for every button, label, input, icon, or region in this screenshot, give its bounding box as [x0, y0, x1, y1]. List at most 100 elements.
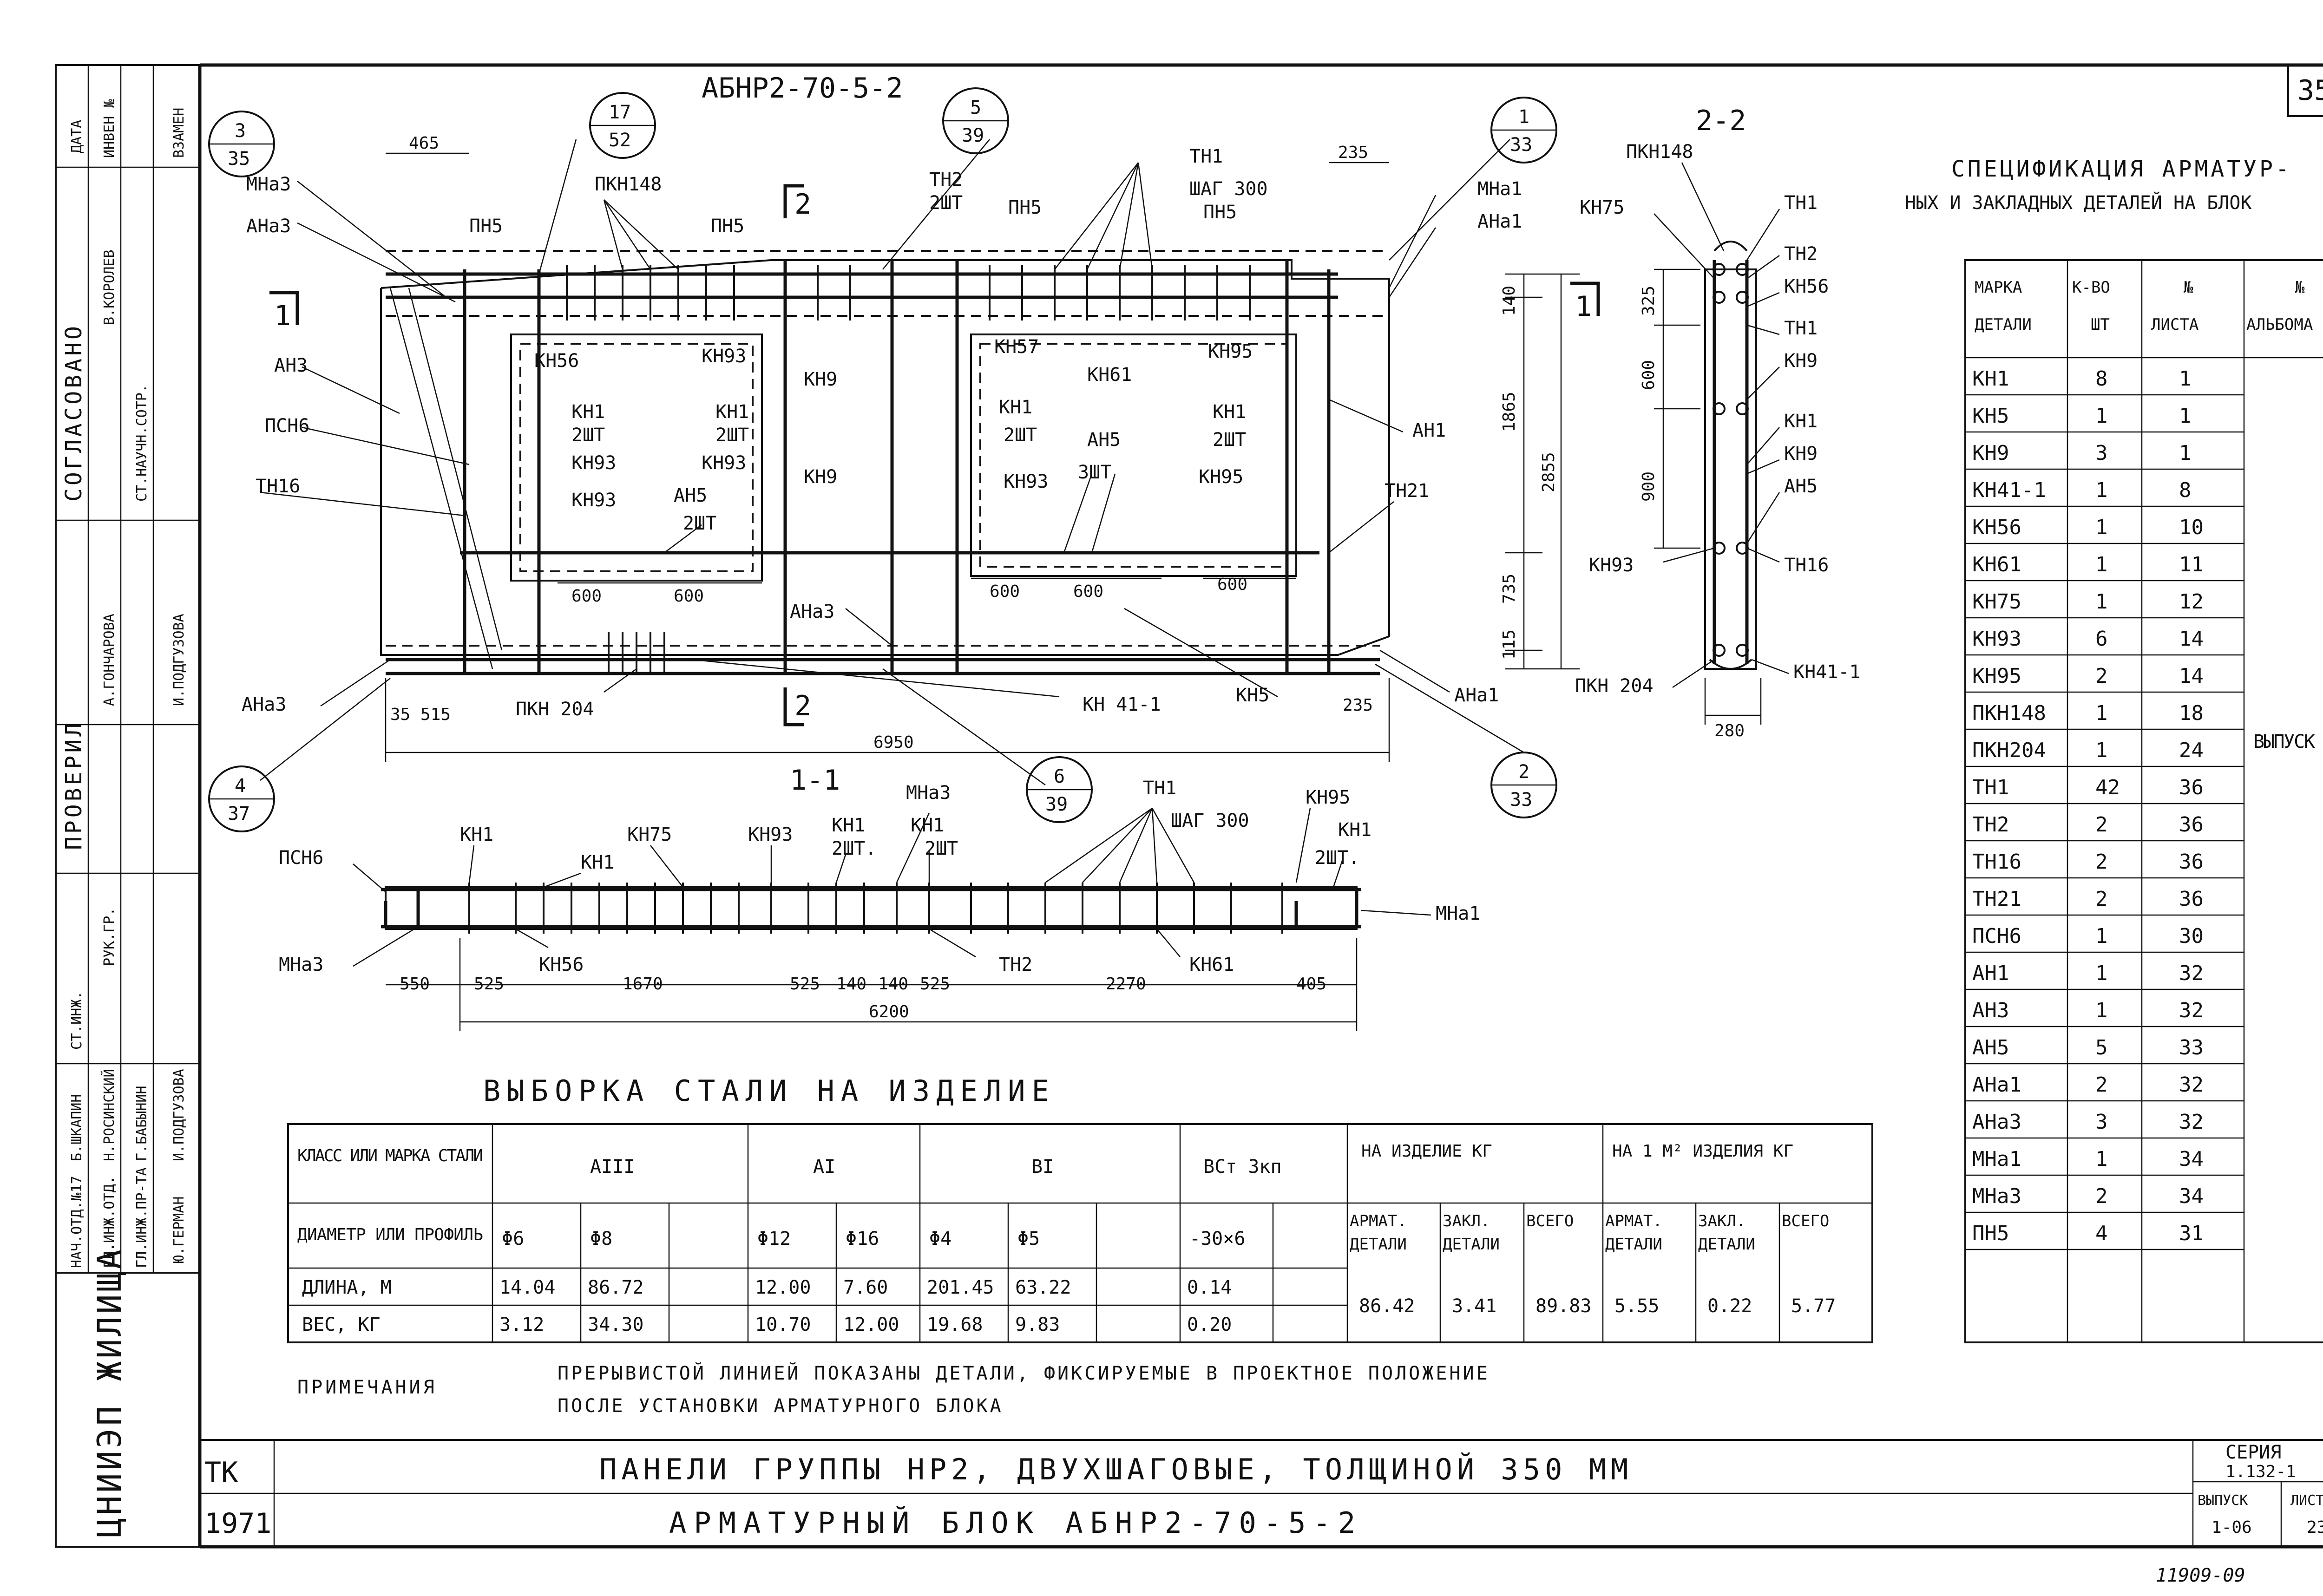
bubble-6-39: 6 39: [1026, 756, 1093, 823]
s11-d550: 550: [400, 975, 430, 994]
label-an5-b: АН5: [674, 485, 707, 506]
section-mark-1-right: 1: [1570, 281, 1600, 323]
spec-qty-12: 2: [2095, 813, 2108, 837]
stamp-name-8: Г.БАБЫНИН: [134, 1086, 150, 1161]
dim-v2855: 2855: [1539, 452, 1558, 492]
dim-600-c: 600: [990, 582, 1020, 601]
st-weight-1: 34.30: [588, 1314, 643, 1335]
tb-tk: ТК: [204, 1456, 238, 1489]
stamp-date: ДАТА: [69, 120, 85, 153]
s11-kn93: КН93: [748, 824, 793, 845]
label-psn6: ПСН6: [265, 415, 309, 437]
label-kn1-c-qty: 2ШТ: [1004, 425, 1037, 446]
tb-series: 1.132-1: [2225, 1462, 2296, 1481]
s11-d405: 405: [1296, 975, 1326, 994]
st-profile-3: Φ12: [757, 1228, 791, 1249]
spec-sheet-20: 32: [2179, 1110, 2204, 1134]
side-stamp: ДАТА ИНВЕН № ВЗАМЕН СОГЛАСОВАНО ПРОВЕРИЛ…: [55, 64, 201, 1274]
label-kn9-b: КН9: [804, 466, 837, 488]
bubble-bottom: 33: [1510, 134, 1532, 156]
label-tn21: ТН21: [1385, 480, 1429, 502]
label-tn2: ТН2: [929, 169, 963, 190]
spec-mark-7: КН93: [1972, 627, 2021, 651]
tn1-stirrups: [566, 265, 1251, 674]
spec-sheet-14: 36: [2179, 887, 2204, 911]
label-kn57: КН57: [994, 336, 1039, 358]
s22-tn1-a: ТН1: [1784, 192, 1818, 214]
spec-sheet-1: 1: [2179, 404, 2192, 428]
s11-kn56: КН56: [539, 954, 584, 975]
spec-sheet-22: 34: [2179, 1184, 2204, 1208]
spec-sheet-18: 33: [2179, 1036, 2204, 1060]
spec-h-album-2: АЛЬБОМА: [2246, 315, 2313, 334]
spec-mark-3: КН41-1: [1972, 478, 2046, 502]
label-tn1: ТН1: [1189, 146, 1223, 167]
spec-qty-23: 4: [2095, 1222, 2108, 1245]
stamp-inventory: ИНВЕН №: [101, 99, 118, 158]
st-weight-4: 12.00: [843, 1314, 899, 1335]
s22-tn1-b: ТН1: [1784, 318, 1818, 339]
spec-mark-2: КН9: [1972, 441, 2009, 465]
spec-qty-15: 1: [2095, 924, 2108, 948]
tb-series-label: СЕРИЯ: [2225, 1442, 2281, 1463]
label-tn16: ТН16: [256, 476, 300, 497]
spec-qty-22: 2: [2095, 1184, 2108, 1208]
st-class-3: ВСт 3кп: [1203, 1156, 1282, 1177]
spec-qty-5: 1: [2095, 553, 2108, 576]
spec-sheet-0: 1: [2179, 367, 2192, 391]
s11-kn95: КН95: [1306, 787, 1350, 808]
spec-mark-15: ПСН6: [1972, 924, 2021, 948]
tb-issue-label: ВЫПУСК: [2198, 1492, 2248, 1509]
s22-v325: 325: [1639, 286, 1658, 316]
spec-qty-16: 1: [2095, 962, 2108, 985]
st-weight-8: 0.20: [1187, 1314, 1232, 1335]
label-kn56: КН56: [534, 350, 579, 372]
spec-sheet-23: 31: [2179, 1222, 2204, 1245]
st-profile-6: Φ5: [1017, 1228, 1040, 1249]
stamp-name-10: Ю.ГЕРМАН: [171, 1197, 187, 1264]
st-length-0: 14.04: [499, 1277, 555, 1298]
bubble-3-35: 3 35: [208, 111, 275, 177]
s11-kn1-a: КН1: [460, 824, 493, 845]
spec-mark-9: ПКН148: [1972, 701, 2046, 725]
bubble-1-33: 1 33: [1490, 97, 1557, 164]
label-ana3-bot: АНа3: [242, 694, 286, 715]
spec-qty-4: 1: [2095, 516, 2108, 539]
bubble-top: 17: [609, 102, 631, 123]
spec-qty-11: 42: [2095, 776, 2120, 799]
bubble-top: 5: [970, 97, 981, 118]
spec-sheet-16: 32: [2179, 962, 2204, 985]
section-2-2: 2-2 ПКН148 КН75 ТН1: [1575, 105, 1861, 740]
spec-qty-10: 1: [2095, 739, 2108, 762]
st-weight-0: 3.12: [499, 1314, 544, 1335]
st-total-2: 89.83: [1536, 1295, 1591, 1317]
stamp-name-9: И.ПОДГУЗОВА: [171, 1069, 187, 1161]
dim-v735: 735: [1500, 574, 1519, 604]
dim-v115: 115: [1500, 629, 1519, 660]
bubble-2-33: 2 33: [1490, 752, 1557, 818]
bubble-top: 3: [235, 120, 246, 142]
section-mark-label: 2: [794, 690, 811, 722]
spec-mark-18: АН5: [1972, 1036, 2009, 1060]
bubble-4-37: 4 37: [208, 765, 275, 832]
spec-table: СПЕЦИФИКАЦИЯ АРМАТУР- НЫХ И ЗАКЛАДНЫХ ДЕ…: [1905, 156, 2323, 1343]
s11-kn1-c-qty: 2ШТ.: [832, 838, 876, 859]
st-weight-6: 9.83: [1015, 1314, 1060, 1335]
tb-sheet-label: ЛИСТ: [2290, 1492, 2323, 1509]
spec-sheet-17: 32: [2179, 999, 2204, 1022]
bubble-bottom: 52: [609, 130, 631, 151]
bubble-17-52: 17 52: [589, 92, 656, 159]
drawing-title: АБНР2-70-5-2: [702, 72, 903, 105]
spec-qty-0: 8: [2095, 367, 2108, 391]
s22-kn1: КН1: [1784, 411, 1818, 432]
s22-kn41: КН41-1: [1793, 661, 1861, 683]
spec-mark-6: КН75: [1972, 590, 2021, 614]
spec-title-1: СПЕЦИФИКАЦИЯ АРМАТУР-: [1951, 156, 2292, 182]
label-kn1-d-qty: 2ШТ: [1213, 429, 1246, 451]
label-an5-a-qty: 3ШТ: [1078, 462, 1111, 483]
s11-kn1-e: КН1: [1338, 819, 1371, 841]
stamp-agreed: СОГЛАСОВАНО: [61, 323, 87, 502]
spec-h-qty-2: ШТ: [2091, 315, 2110, 334]
